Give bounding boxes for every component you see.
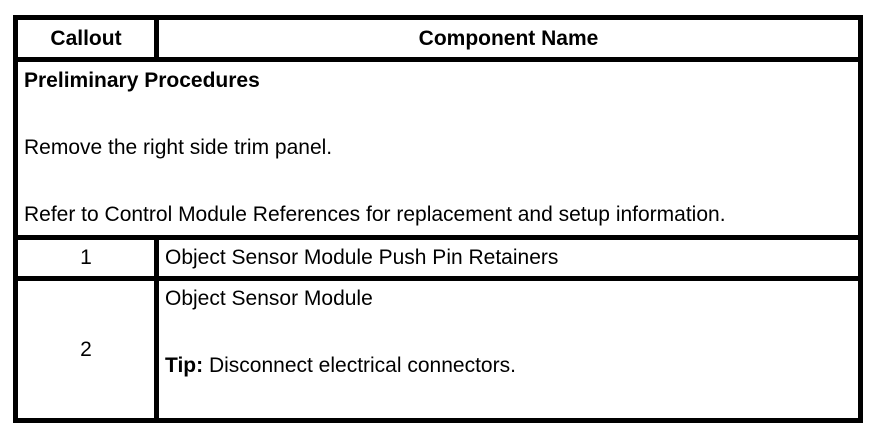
tip-text: Disconnect electrical connectors. [208,354,516,377]
row-2-callout-number: 2 [18,281,154,418]
row-2-tip-line: Tip: Disconnect electrical connectors. [165,353,852,379]
preliminary-procedures-cell: Preliminary Procedures Remove the right … [18,62,858,235]
tip-label: Tip: [165,354,204,377]
row-2-component-cell: Object Sensor Module Tip: Disconnect ele… [159,281,858,418]
callout-component-table: Callout Component Name Preliminary Proce… [13,15,863,423]
header-component-name: Component Name [159,20,858,57]
preliminary-step-2: Refer to Control Module References for r… [24,203,726,226]
preliminary-procedures-title: Preliminary Procedures [24,69,260,92]
row-1-callout-number: 1 [18,240,154,276]
preliminary-step-1: Remove the right side trim panel. [24,136,333,159]
header-callout: Callout [18,20,154,57]
row-2-component-name: Object Sensor Module [165,287,373,310]
row-1-component-name: Object Sensor Module Push Pin Retainers [159,240,858,276]
